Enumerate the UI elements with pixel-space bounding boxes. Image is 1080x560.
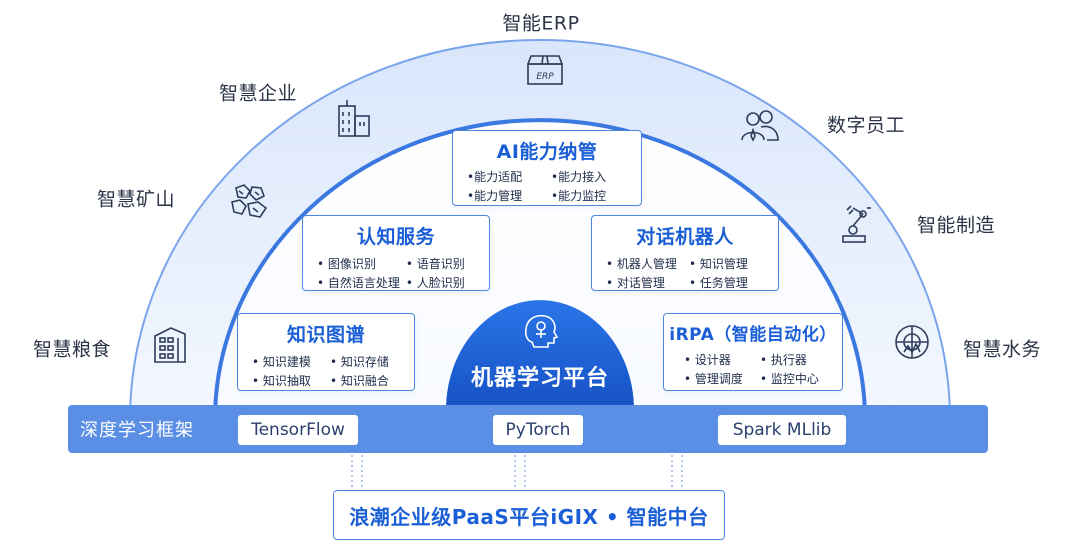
card-title-ai-management: AI能力纳管 — [496, 141, 598, 163]
framework-tensorflow: TensorFlow — [238, 415, 358, 445]
card-title-knowledge-graph: 知识图谱 — [286, 324, 365, 346]
card-item: •能力管理 — [467, 189, 523, 203]
card-item: • 知识融合 — [330, 374, 389, 388]
card-item: • 对话管理 — [606, 276, 665, 290]
card-item: • 监控中心 — [760, 372, 819, 386]
outer-label-smart-mine: 智慧矿山 — [96, 188, 176, 211]
outer-label-smart-water: 智慧水务 — [962, 338, 1042, 361]
card-item: • 管理调度 — [684, 372, 743, 386]
card-item: •能力接入 — [551, 170, 607, 184]
granary-icon — [151, 324, 189, 368]
card-item: • 任务管理 — [689, 276, 748, 290]
framework-spark-mllib: Spark MLlib — [718, 415, 846, 445]
card-dialog-robot: 对话机器人 • 机器人管理 • 知识管理 • 对话管理 • 任务管理 — [591, 215, 779, 291]
framework-pytorch: PyTorch — [493, 415, 583, 445]
card-item: •能力适配 — [467, 170, 523, 184]
outer-label-smart-enterprise: 智慧企业 — [218, 82, 298, 105]
card-title-irpa: iRPA（智能自动化） — [669, 325, 837, 345]
water-treatment-icon — [891, 322, 933, 366]
card-knowledge-graph: 知识图谱 • 知识建模 • 知识存储 • 知识抽取 • 知识融合 — [237, 313, 415, 391]
card-ai-management: AI能力纳管 •能力适配 •能力接入 •能力管理 •能力监控 — [452, 130, 642, 206]
outer-label-erp: 智能ERP — [502, 12, 580, 35]
svg-text:ERP: ERP — [536, 72, 554, 82]
people-icon — [739, 108, 781, 148]
robot-arm-icon — [837, 204, 875, 248]
center-dome — [446, 300, 634, 410]
card-item: • 知识存储 — [330, 355, 389, 369]
card-title-dialog-robot: 对话机器人 — [636, 226, 734, 248]
card-item: • 知识管理 — [689, 257, 748, 271]
building-icon — [335, 98, 373, 142]
card-item: • 设计器 — [684, 353, 731, 367]
ai-head-icon — [524, 314, 559, 348]
card-item: • 执行器 — [760, 353, 807, 367]
connector-lines — [351, 455, 683, 490]
card-title-cognitive-service: 认知服务 — [356, 226, 435, 248]
card-item: • 机器人管理 — [606, 257, 677, 271]
mine-ore-icon — [226, 182, 272, 226]
framework-label: 深度学习框架 — [80, 420, 194, 441]
card-item: • 语音识别 — [405, 257, 465, 271]
outer-label-digital-employee: 数字员工 — [826, 114, 906, 137]
card-cognitive-service: 认知服务 • 图像识别 • 语音识别 • 自然语言处理 • 人脸识别 — [302, 215, 490, 291]
card-item: • 知识抽取 — [252, 374, 311, 388]
center-platform-title: 机器学习平台 — [470, 366, 610, 391]
framework-bar: 深度学习框架 TensorFlow PyTorch Spark MLlib — [68, 405, 988, 453]
card-irpa: iRPA（智能自动化） • 设计器 • 执行器 • 管理调度 • 监控中心 — [663, 313, 843, 391]
outer-label-smart-manufacturing: 智能制造 — [916, 214, 996, 237]
card-item: •能力监控 — [551, 189, 607, 203]
erp-box-icon: ERP — [525, 52, 565, 92]
card-item: • 人脸识别 — [405, 276, 465, 290]
outer-label-smart-grain: 智慧粮食 — [32, 338, 112, 361]
card-item: • 知识建模 — [252, 355, 311, 369]
card-item: • 图像识别 — [317, 257, 376, 271]
card-item: • 自然语言处理 — [317, 276, 400, 290]
platform-title-box: 浪潮企业级PaaS平台iGIX • 智能中台 — [333, 490, 725, 540]
